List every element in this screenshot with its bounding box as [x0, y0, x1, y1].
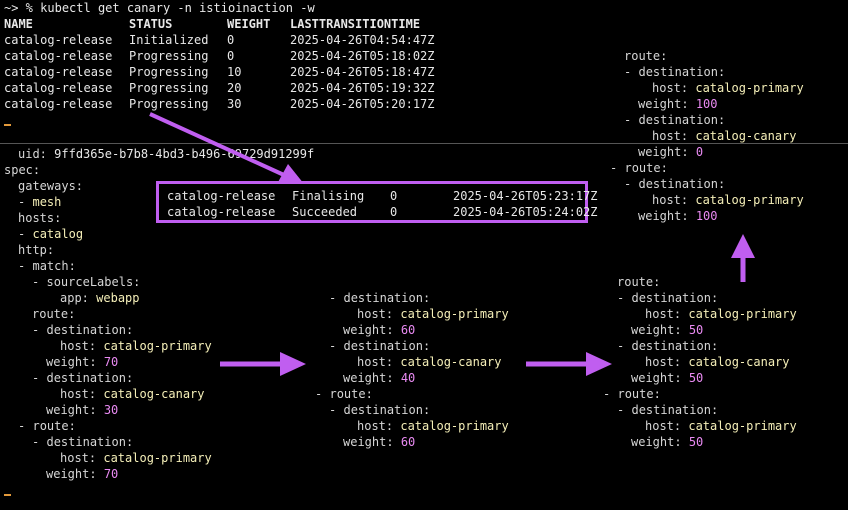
weight-line: weight: 0 — [638, 145, 704, 159]
terminal-cursor — [4, 124, 11, 126]
row-name: catalog-release — [4, 33, 113, 47]
right-arrow-icon — [526, 352, 612, 376]
row-status: Progressing — [129, 97, 209, 111]
status-highlight-box: catalog-release Finalising 0 2025-04-26T… — [156, 181, 598, 223]
row-time: 2025-04-26T05:20:17Z — [290, 97, 435, 111]
destination-key: - destination: — [32, 371, 134, 385]
row-status: Finalising — [292, 189, 365, 203]
route-key: - route: — [610, 161, 668, 175]
row-status: Progressing — [129, 81, 209, 95]
host-line: host: catalog-canary — [60, 387, 205, 401]
host-line: host: catalog-primary — [357, 419, 509, 433]
sourcelabels-key: - sourceLabels: — [32, 275, 141, 289]
app-label: app: webapp — [60, 291, 140, 305]
destination-key: - destination: — [617, 403, 719, 417]
route-key: - route: — [315, 387, 373, 401]
host-item: - catalog — [18, 227, 84, 241]
row-time: 2025-04-26T05:19:32Z — [290, 81, 435, 95]
row-status: Progressing — [129, 65, 209, 79]
row-weight: 0 — [390, 205, 398, 219]
host-line: host: catalog-canary — [652, 129, 797, 143]
row-status: Succeeded — [292, 205, 358, 219]
row-status: Progressing — [129, 49, 209, 63]
row-name: catalog-release — [4, 97, 113, 111]
row-time: 2025-04-26T04:54:47Z — [290, 33, 435, 47]
pane-divider — [0, 143, 848, 144]
host-line: host: catalog-primary — [652, 81, 804, 95]
row-weight: 20 — [227, 81, 242, 95]
host-line: host: catalog-primary — [357, 307, 509, 321]
http-key: http: — [18, 243, 55, 257]
row-name: catalog-release — [4, 65, 113, 79]
route-key: route: — [624, 49, 668, 63]
weight-line: weight: 30 — [46, 403, 119, 417]
weight-line: weight: 50 — [631, 371, 704, 385]
weight-line: weight: 100 — [638, 97, 718, 111]
row-status: Initialized — [129, 33, 209, 47]
host-line: host: catalog-primary — [60, 339, 212, 353]
destination-key: - destination: — [617, 291, 719, 305]
destination-key: - destination: — [624, 65, 726, 79]
diagonal-arrow-icon — [149, 112, 304, 184]
host-line: host: catalog-canary — [645, 355, 790, 369]
weight-line: weight: 60 — [343, 323, 416, 337]
prompt: ~> % — [4, 1, 33, 15]
destination-key: - destination: — [617, 339, 719, 353]
destination-key: - destination: — [624, 177, 726, 191]
route-key: route: — [617, 275, 661, 289]
row-time: 2025-04-26T05:24:02Z — [453, 205, 598, 219]
weight-line: weight: 70 — [46, 355, 119, 369]
row-name: catalog-release — [4, 49, 113, 63]
host-line: host: catalog-canary — [357, 355, 502, 369]
destination-key: - destination: — [329, 339, 431, 353]
destination-key: - destination: — [32, 323, 134, 337]
row-name: catalog-release — [167, 205, 276, 219]
destination-key: - destination: — [624, 113, 726, 127]
match-key: - match: — [18, 259, 76, 273]
weight-line: weight: 50 — [631, 323, 704, 337]
row-weight: 30 — [227, 97, 242, 111]
row-name: catalog-release — [4, 81, 113, 95]
route-key: - route: — [603, 387, 661, 401]
row-name: catalog-release — [167, 189, 276, 203]
destination-key: - destination: — [329, 403, 431, 417]
weight-line: weight: 60 — [343, 435, 416, 449]
weight-line: weight: 100 — [638, 209, 718, 223]
up-arrow-icon — [731, 234, 755, 282]
host-line: host: catalog-primary — [645, 419, 797, 433]
weight-line: weight: 50 — [631, 435, 704, 449]
right-arrow-icon — [220, 352, 306, 376]
row-weight: 0 — [390, 189, 398, 203]
gateways-key: gateways: — [18, 179, 84, 193]
command-text: kubectl get canary -n istioinaction -w — [40, 1, 315, 15]
terminal-cursor — [4, 494, 11, 496]
destination-key: - destination: — [329, 291, 431, 305]
table-header-status: STATUS — [129, 17, 173, 31]
weight-line: weight: 40 — [343, 371, 416, 385]
gateway-item: - mesh — [18, 195, 62, 209]
route-key: route: — [32, 307, 76, 321]
row-weight: 0 — [227, 33, 235, 47]
command-line: ~> % kubectl get canary -n istioinaction… — [4, 0, 315, 16]
row-time: 2025-04-26T05:18:02Z — [290, 49, 435, 63]
hosts-key: hosts: — [18, 211, 62, 225]
route-key: - route: — [18, 419, 76, 433]
table-header-name: NAME — [4, 17, 33, 31]
host-line: host: catalog-primary — [645, 307, 797, 321]
destination-key: - destination: — [32, 435, 134, 449]
spec-key: spec: — [4, 163, 41, 177]
row-time: 2025-04-26T05:18:47Z — [290, 65, 435, 79]
host-line: host: catalog-primary — [60, 451, 212, 465]
row-weight: 10 — [227, 65, 242, 79]
weight-line: weight: 70 — [46, 467, 119, 481]
host-line: host: catalog-primary — [652, 193, 804, 207]
row-weight: 0 — [227, 49, 235, 63]
table-header-weight: WEIGHT — [227, 17, 271, 31]
row-time: 2025-04-26T05:23:17Z — [453, 189, 598, 203]
table-header-time: LASTTRANSITIONTIME — [290, 17, 421, 31]
